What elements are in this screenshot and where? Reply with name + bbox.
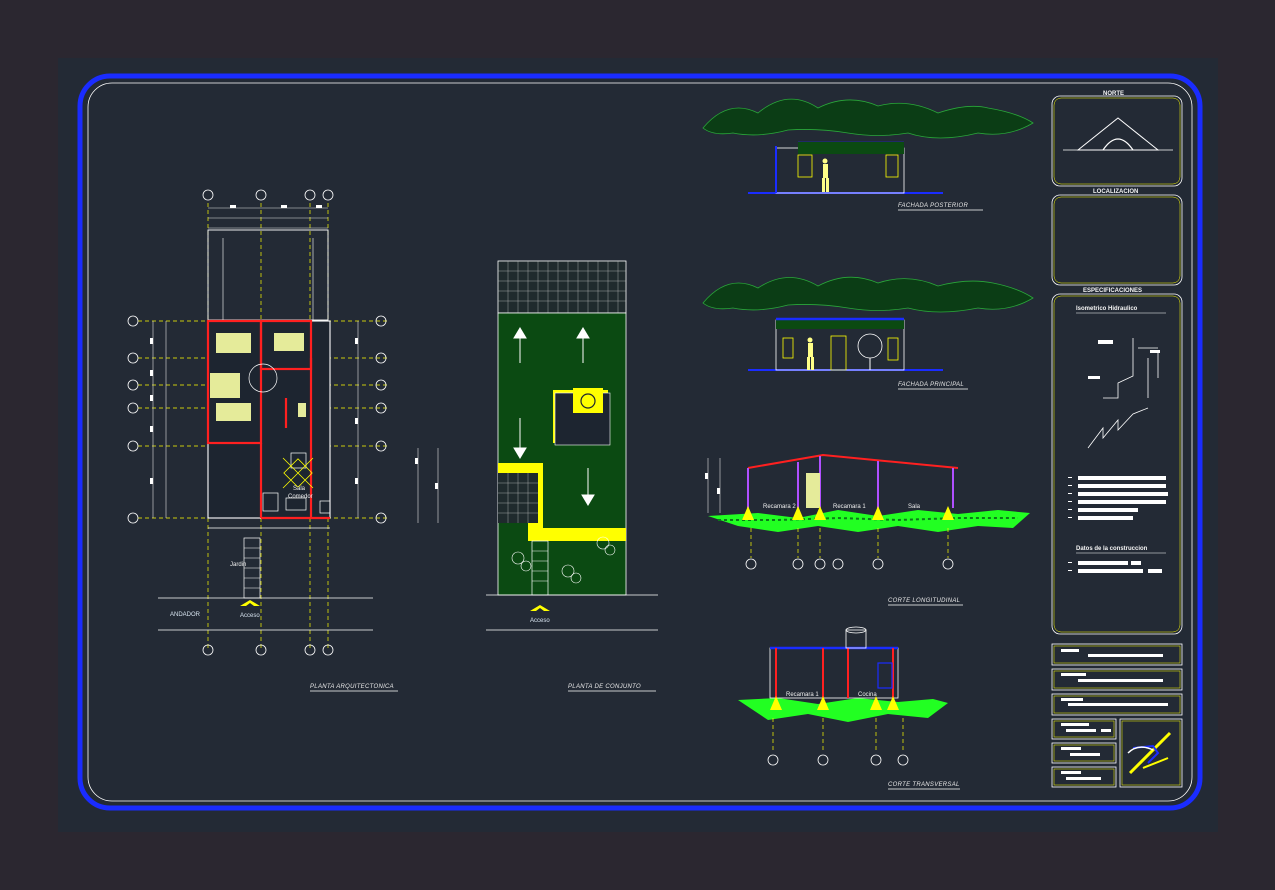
corte-trans-cocina: Cocina — [858, 692, 877, 698]
outer-frame — [77, 73, 1203, 811]
corte-long-rec1: Recamara 1 — [833, 504, 866, 510]
corte-longitudinal: Recamara 2 Recamara 1 Sala CORTE LONGITU… — [705, 453, 1030, 606]
panel-norte: NORTE — [1103, 91, 1124, 97]
firm-logo-icon — [1127, 731, 1172, 775]
corte-trans-title: CORTE TRANSVERSAL — [888, 782, 960, 788]
plan-acceso: Acceso — [240, 613, 260, 619]
planta-arquitectonica: Sala Comedor Jardin ANDADOR Acceso PLANT… — [127, 189, 439, 692]
corte-trans-rec1: Recamara 1 — [786, 692, 819, 698]
title-block-panel: NORTE LOCALIZACION ESPECIFICACIONES Isom… — [1051, 91, 1183, 788]
plan-room-sala: Sala — [293, 486, 306, 492]
plan-title: PLANTA ARQUITECTONICA — [310, 684, 394, 690]
plan-andador: ANDADOR — [170, 612, 201, 618]
panel-especificaciones: ESPECIFICACIONES — [1083, 288, 1142, 294]
corte-long-title: CORTE LONGITUDINAL — [888, 598, 960, 604]
corte-long-sala: Sala — [908, 504, 921, 510]
corte-transversal: Recamara 1 Cocina CORTE TRANSVERSAL — [738, 626, 960, 790]
panel-datos: Datos de la construccion — [1076, 546, 1148, 552]
fachada-posterior: FACHADA POSTERIOR — [702, 98, 1034, 211]
cad-drawing: Sala Comedor Jardin ANDADOR Acceso PLANT… — [77, 73, 1203, 811]
panel-localizacion: LOCALIZACION — [1093, 189, 1138, 195]
conjunto-title: PLANTA DE CONJUNTO — [568, 684, 641, 690]
planta-de-conjunto: Acceso PLANTA DE CONJUNTO — [486, 260, 658, 692]
plan-room-comedor: Comedor — [288, 494, 313, 500]
inner-frame — [87, 82, 1193, 802]
corte-long-rec2: Recamara 2 — [763, 504, 796, 510]
panel-isometrico: Isometrico Hidraulico — [1076, 306, 1138, 312]
fachada-principal-title: FACHADA PRINCIPAL — [898, 382, 964, 388]
fachada-posterior-title: FACHADA POSTERIOR — [898, 203, 968, 209]
conjunto-acceso: Acceso — [530, 618, 550, 624]
drawing-sheet: Sala Comedor Jardin ANDADOR Acceso PLANT… — [58, 58, 1218, 832]
fachada-principal: FACHADA PRINCIPAL — [702, 276, 1034, 390]
plan-room-jardin: Jardin — [230, 562, 246, 568]
